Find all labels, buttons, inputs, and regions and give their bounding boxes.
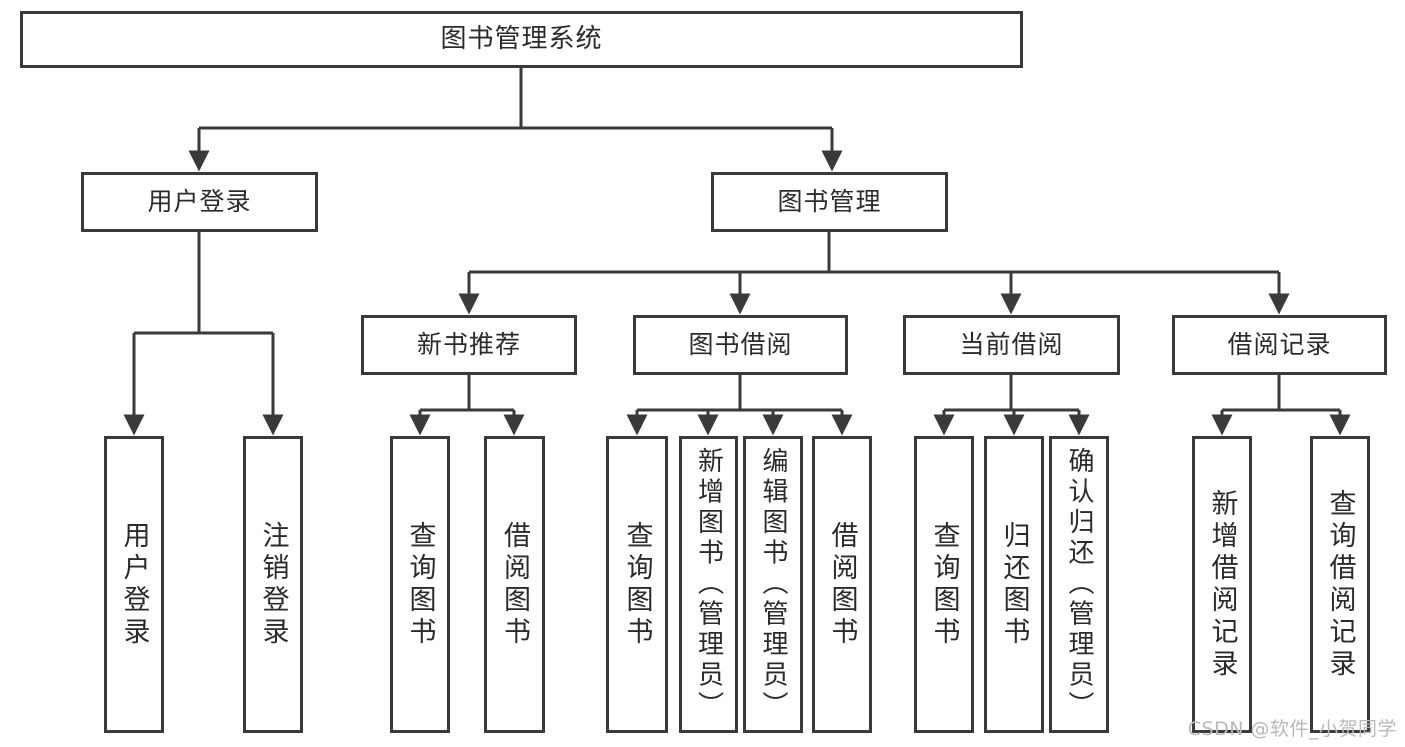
node-label: 图书管理	[777, 186, 882, 216]
node-label: 用户登录	[118, 520, 150, 649]
node-label: 当前借阅	[959, 329, 1064, 359]
node-label: 新增借阅记录	[1206, 488, 1238, 681]
leaf-add-book-admin[interactable]: 新增图书（管理员）	[679, 436, 738, 733]
node-borrow-record[interactable]: 借阅记录	[1172, 315, 1387, 375]
leaf-query-book-borrow[interactable]: 查询图书	[606, 436, 668, 733]
csdn-watermark: CSDN @软件_小贺同学	[1187, 718, 1397, 740]
node-label: 图书管理系统	[440, 23, 603, 54]
node-new-book-recommend[interactable]: 新书推荐	[361, 315, 577, 375]
leaf-query-book-rec[interactable]: 查询图书	[390, 436, 450, 733]
leaf-borrow-book[interactable]: 借阅图书	[812, 436, 872, 733]
leaf-borrow-book-rec[interactable]: 借阅图书	[484, 436, 545, 733]
node-label: 用户登录	[147, 186, 252, 216]
node-label: 确认归还（管理员）	[1064, 447, 1094, 722]
node-label: 编辑图书（管理员）	[758, 447, 788, 722]
node-book-management[interactable]: 图书管理	[711, 172, 948, 232]
node-current-borrow[interactable]: 当前借阅	[903, 315, 1120, 375]
node-label: 新书推荐	[416, 329, 521, 359]
leaf-edit-book-admin[interactable]: 编辑图书（管理员）	[743, 436, 803, 733]
leaf-add-borrow-record[interactable]: 新增借阅记录	[1192, 436, 1252, 733]
leaf-logout[interactable]: 注销登录	[243, 436, 303, 733]
node-label: 查询图书	[621, 520, 653, 649]
node-label: 查询借阅记录	[1324, 488, 1356, 681]
node-label: 借阅记录	[1227, 329, 1332, 359]
node-label: 借阅图书	[826, 520, 858, 649]
node-label: 查询图书	[928, 520, 960, 649]
leaf-user-login[interactable]: 用户登录	[104, 436, 164, 733]
node-label: 新增图书（管理员）	[693, 447, 724, 722]
node-label: 图书借阅	[688, 329, 793, 359]
node-label: 归还图书	[998, 520, 1030, 649]
leaf-return-book[interactable]: 归还图书	[984, 436, 1044, 733]
leaf-confirm-return-admin[interactable]: 确认归还（管理员）	[1049, 436, 1109, 733]
node-label: 注销登录	[257, 520, 289, 649]
leaf-query-book-current[interactable]: 查询图书	[914, 436, 974, 733]
node-book-borrow[interactable]: 图书借阅	[633, 315, 848, 375]
node-label: 查询图书	[404, 520, 436, 649]
leaf-query-borrow-record[interactable]: 查询借阅记录	[1310, 436, 1370, 733]
node-user-login[interactable]: 用户登录	[81, 172, 318, 232]
node-label: 借阅图书	[499, 520, 530, 649]
node-root-system[interactable]: 图书管理系统	[20, 11, 1023, 68]
